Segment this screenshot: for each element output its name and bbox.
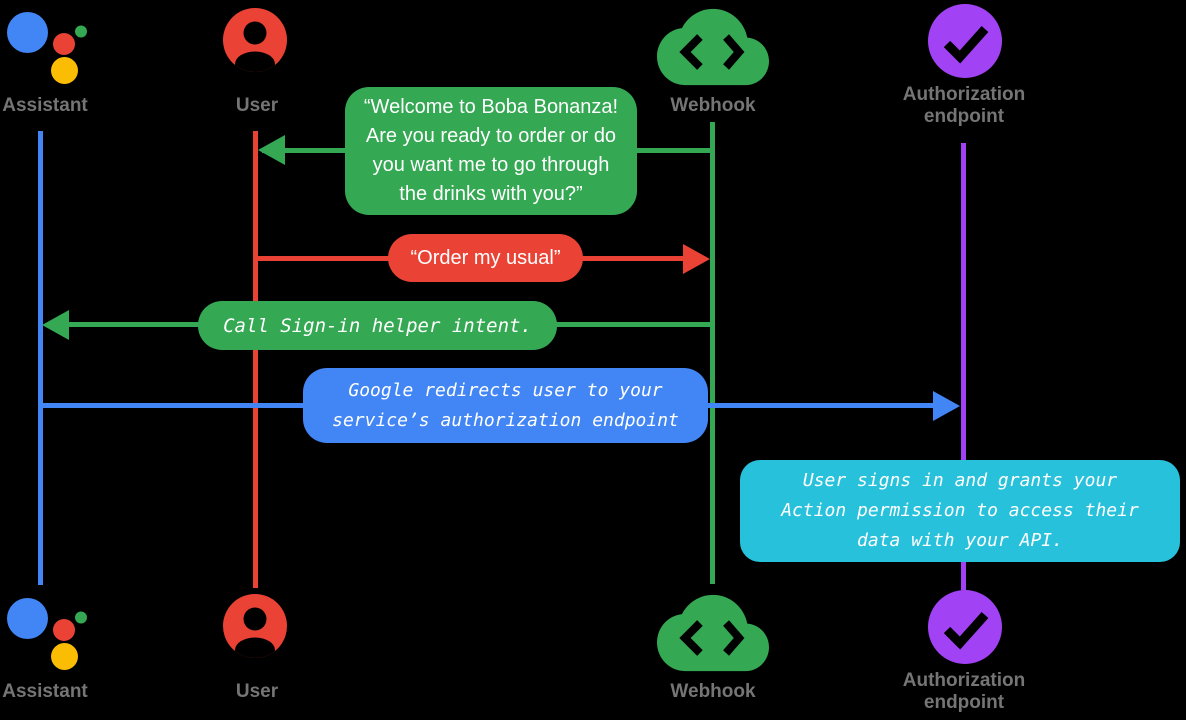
speech-bubble-order: “Order my usual” [388, 234, 583, 282]
note-bubble-user-signs-in: User signs in and grants your Action per… [740, 460, 1180, 562]
check-circle-icon [928, 4, 1002, 78]
code-bubble-redirect: Google redirects user to your service’s … [303, 368, 708, 443]
user-lifeline [253, 131, 258, 588]
webhook-lifeline [710, 122, 715, 584]
person-circle-icon [223, 8, 287, 72]
user-label: User [235, 95, 279, 116]
user-label: User [235, 681, 279, 702]
arrowhead-right-icon [683, 244, 710, 274]
arrowhead-left-icon [42, 310, 69, 340]
person-circle-icon [223, 594, 287, 658]
cloud-code-icon [657, 8, 769, 86]
code-bubble-signin-helper: Call Sign-in helper intent. [198, 301, 557, 350]
arrowhead-left-icon [258, 135, 285, 165]
webhook-label: Webhook [670, 95, 756, 116]
arrowhead-right-icon [933, 391, 960, 421]
google-assistant-icon [7, 598, 87, 670]
check-circle-icon [928, 590, 1002, 664]
assistant-lifeline [38, 131, 43, 585]
assistant-label: Assistant [2, 95, 88, 116]
authorization-lifeline [961, 143, 966, 590]
webhook-label: Webhook [670, 681, 756, 702]
google-assistant-icon [7, 12, 87, 84]
authorization-endpoint-label: Authorization endpoint [902, 84, 1026, 127]
assistant-label: Assistant [2, 681, 88, 702]
authorization-endpoint-label: Authorization endpoint [902, 670, 1026, 713]
cloud-code-icon [657, 594, 769, 672]
speech-bubble-welcome: “Welcome to Boba Bonanza! Are you ready … [345, 87, 637, 215]
